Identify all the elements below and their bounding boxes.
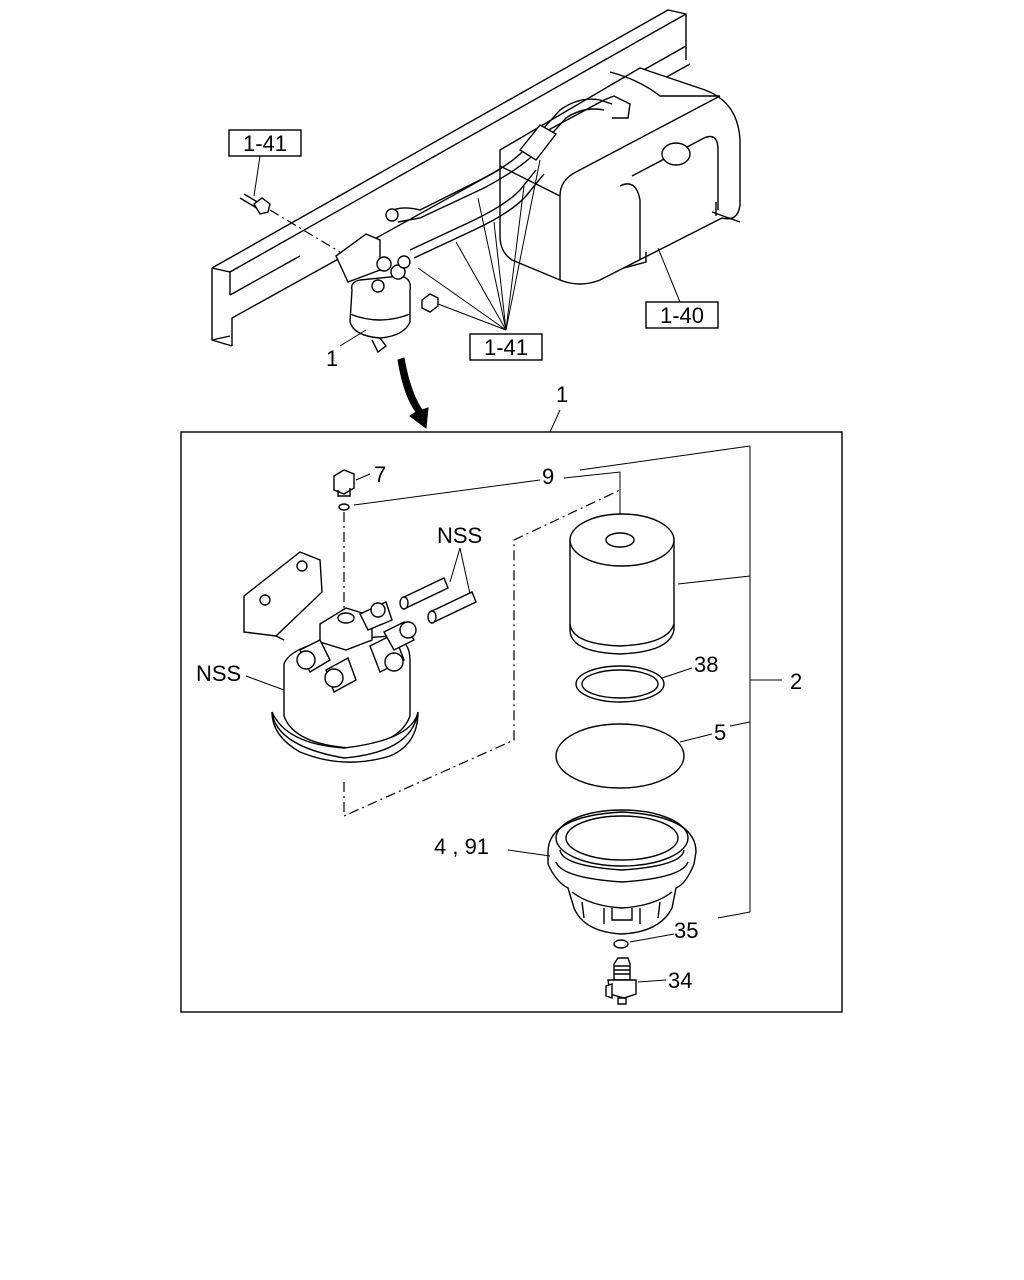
overview-nut bbox=[421, 293, 439, 313]
ref-tank-text: 1-40 bbox=[660, 303, 704, 328]
nss-body-leader bbox=[245, 675, 285, 691]
ref-pipes-text: 1-41 bbox=[484, 335, 528, 360]
tank-leader bbox=[657, 247, 681, 303]
gasket-5 bbox=[555, 723, 685, 789]
filter-head bbox=[243, 551, 419, 763]
callout-oring-38: 38 bbox=[694, 652, 718, 677]
callout-washer: 9 bbox=[542, 464, 554, 489]
gasket-5-leader bbox=[679, 733, 713, 743]
callout-drain-34: 34 bbox=[668, 968, 692, 993]
detail-arrow bbox=[397, 357, 429, 429]
oring-35 bbox=[613, 939, 629, 949]
oring-35-leader bbox=[629, 933, 675, 943]
kit-bracket bbox=[579, 445, 782, 919]
drain-plug-leader bbox=[637, 979, 667, 983]
assembly-box-leader bbox=[549, 409, 561, 433]
bolt-centerline bbox=[269, 209, 341, 253]
ref-bolt-text: 1-41 bbox=[243, 131, 287, 156]
callout-oring-35: 35 bbox=[674, 918, 698, 943]
washer-leader bbox=[353, 479, 541, 506]
overview-bolt bbox=[239, 193, 271, 215]
bolt-leader bbox=[253, 155, 261, 197]
fuel-lines bbox=[385, 95, 631, 259]
callout-case: 4 , 91 bbox=[434, 834, 489, 859]
oring-38 bbox=[575, 665, 665, 703]
oring-38-leader bbox=[661, 667, 693, 679]
assembly-leader-top bbox=[339, 329, 367, 347]
fuel-tank bbox=[499, 67, 741, 285]
plug-leader bbox=[355, 473, 371, 481]
callout-plug: 7 bbox=[374, 462, 386, 487]
callout-assembly-top: 1 bbox=[326, 346, 338, 371]
plug-bolt bbox=[333, 469, 355, 497]
callout-assembly-box: 1 bbox=[556, 382, 568, 407]
ref-box-pipes[interactable]: 1-41 bbox=[469, 333, 543, 361]
callout-filter-kit: 2 bbox=[790, 669, 802, 694]
filter-case bbox=[547, 809, 697, 935]
ref-box-tank[interactable]: 1-40 bbox=[645, 301, 719, 329]
case-leader bbox=[507, 849, 551, 857]
ref-box-bolt[interactable]: 1-41 bbox=[228, 129, 302, 157]
drain-plug bbox=[605, 957, 637, 1005]
filter-element bbox=[569, 513, 675, 655]
exploded-boundary bbox=[343, 489, 621, 817]
pipe-leaders bbox=[417, 159, 541, 331]
nss-fittings bbox=[399, 577, 477, 624]
filter-assembly-overview bbox=[335, 233, 411, 354]
nss-pipes-leader bbox=[449, 547, 471, 595]
callout-gasket-5: 5 bbox=[714, 720, 726, 745]
callout-nss-body: NSS bbox=[196, 661, 241, 686]
callout-nss-pipes: NSS bbox=[437, 523, 482, 548]
detail-frame bbox=[180, 431, 843, 1013]
washer bbox=[338, 503, 350, 511]
